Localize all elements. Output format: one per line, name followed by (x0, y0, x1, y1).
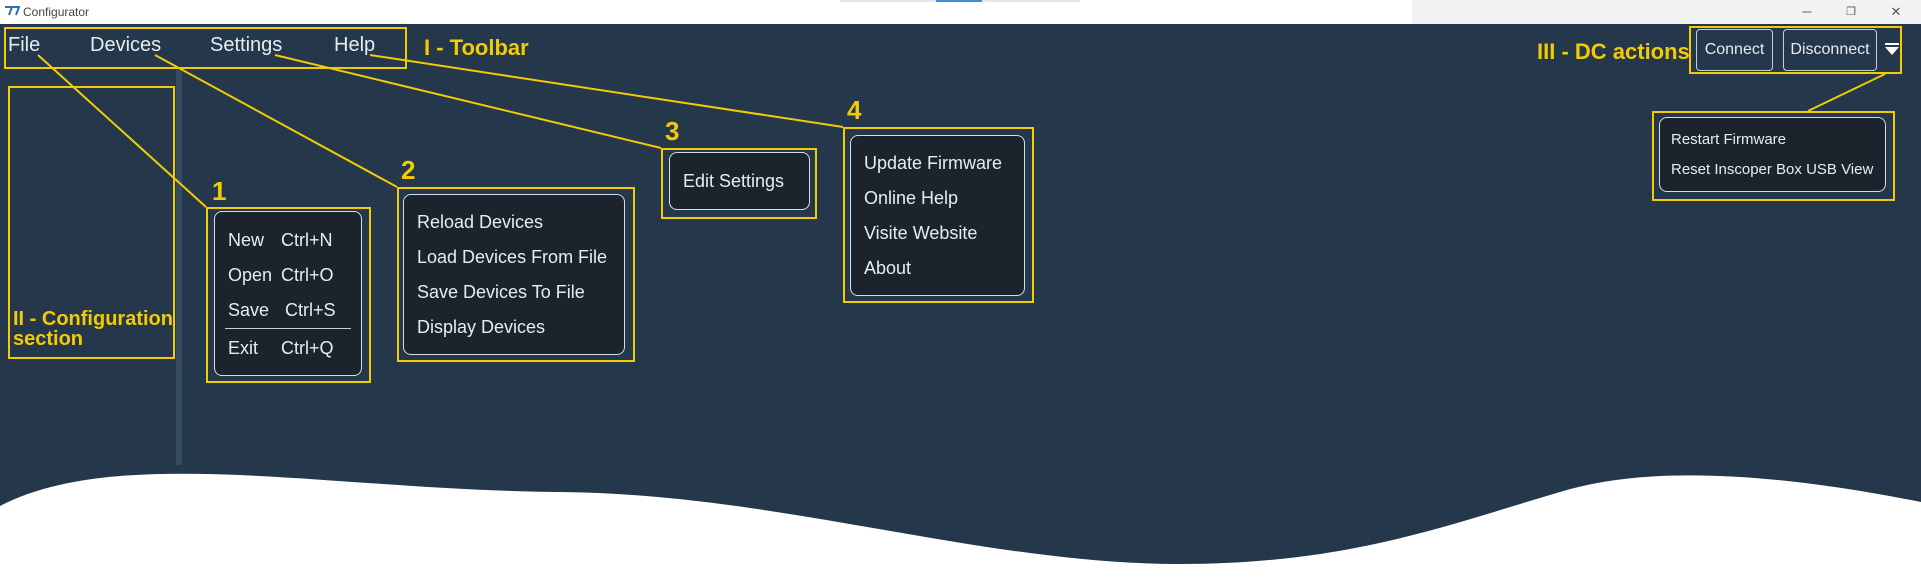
menu-help[interactable]: Help (334, 34, 376, 56)
dc-reset-usb-view[interactable]: Reset Inscoper Box USB View (1671, 161, 1874, 178)
help-about[interactable]: About (864, 258, 912, 278)
connector-file (37, 54, 207, 208)
file-exit-shortcut: Ctrl+Q (281, 338, 334, 358)
file-menu-open[interactable]: Open Ctrl+O (228, 265, 334, 286)
devices-menu: Reload Devices Load Devices From File Sa… (403, 194, 625, 355)
file-save-label: Save (228, 300, 270, 320)
configuration-scroll-strip (176, 70, 182, 465)
devices-menu-highlight (397, 187, 635, 362)
toolbar-highlight (4, 27, 407, 69)
file-exit-label: Exit (228, 338, 259, 358)
dc-actions-annotation: III - DC actions (1537, 39, 1690, 64)
devices-reload[interactable]: Reload Devices (417, 212, 544, 232)
file-menu-save[interactable]: Save Ctrl+S (228, 300, 336, 321)
menu-file[interactable]: File (8, 34, 41, 56)
active-tab-indicator (936, 0, 982, 2)
file-menu-exit[interactable]: Exit Ctrl+Q (228, 338, 334, 359)
connect-button[interactable]: Connect (1696, 29, 1773, 71)
menu-devices[interactable]: Devices (90, 34, 162, 56)
devices-load-from-file[interactable]: Load Devices From File (417, 247, 608, 267)
file-menu-separator (225, 328, 351, 329)
dc-actions-menu: Restart Firmware Reset Inscoper Box USB … (1659, 117, 1886, 192)
connector-devices (154, 54, 398, 188)
close-button[interactable]: ✕ (1890, 4, 1902, 19)
number-4: 4 (847, 95, 862, 125)
number-1: 1 (212, 176, 227, 206)
restore-button[interactable]: ❐ (1846, 6, 1856, 18)
devices-display[interactable]: Display Devices (417, 317, 546, 337)
file-menu-new[interactable]: New Ctrl+N (228, 230, 333, 251)
connector-dc (1807, 73, 1886, 112)
dc-menu-highlight (1652, 111, 1895, 201)
number-2: 2 (401, 155, 416, 185)
dc-actions-highlight (1689, 26, 1902, 74)
caret-down-glyph (1885, 43, 1899, 55)
help-menu-highlight (843, 127, 1034, 303)
configuration-annotation: II - Configuration section (13, 308, 173, 350)
title-bar-controls-area: ─ ❐ ✕ (1412, 0, 1921, 24)
file-save-shortcut: Ctrl+S (285, 300, 336, 320)
file-open-shortcut: Ctrl+O (281, 265, 334, 285)
connector-settings (274, 54, 662, 149)
dc-restart-firmware[interactable]: Restart Firmware (1671, 131, 1787, 148)
settings-menu: Edit Settings (669, 152, 810, 210)
help-visit-website[interactable]: Visite Website (864, 223, 978, 243)
file-menu-highlight (206, 207, 371, 383)
help-update-firmware[interactable]: Update Firmware (864, 153, 1003, 173)
file-open-label: Open (228, 265, 273, 285)
menu-settings[interactable]: Settings (210, 34, 283, 56)
title-bar-tabs-strip (840, 0, 1080, 2)
toolbar-annotation: I - Toolbar (424, 35, 529, 60)
file-menu: New Ctrl+N Open Ctrl+O Save Ctrl+S Exit … (214, 211, 362, 376)
disconnect-button[interactable]: Disconnect (1783, 29, 1877, 71)
settings-edit[interactable]: Edit Settings (683, 171, 785, 191)
app-logo-icon (5, 6, 20, 16)
window-title: Configurator (23, 5, 90, 19)
file-new-label: New (228, 230, 265, 250)
configuration-section-highlight (8, 86, 175, 359)
settings-menu-highlight (661, 148, 817, 219)
number-3: 3 (665, 116, 680, 146)
help-online-help[interactable]: Online Help (864, 188, 959, 208)
file-new-shortcut: Ctrl+N (281, 230, 333, 250)
caret-down-icon[interactable] (1883, 40, 1901, 58)
minimize-button[interactable]: ─ (1802, 4, 1812, 19)
help-menu: Update Firmware Online Help Visite Websi… (850, 135, 1025, 296)
devices-save-to-file[interactable]: Save Devices To File (417, 282, 585, 302)
connector-help (369, 54, 844, 128)
